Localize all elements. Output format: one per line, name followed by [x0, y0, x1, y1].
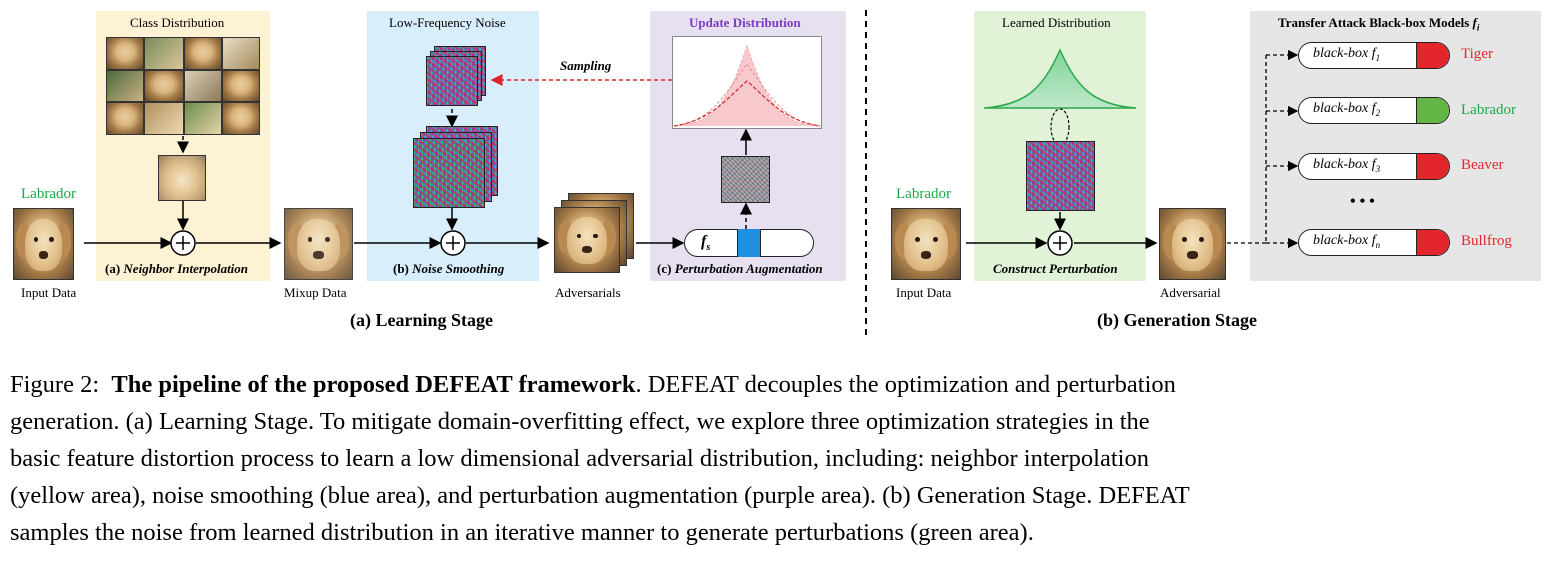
learning-stage-title: (a) Learning Stage	[350, 310, 493, 330]
gen-input-label-labrador: Labrador	[896, 186, 951, 202]
smoothed-noise-stack-1	[413, 138, 485, 208]
black-box-model-2: black-box f2	[1298, 97, 1450, 124]
low-frequency-noise-title: Low-Frequency Noise	[389, 15, 506, 30]
input-dog-image	[13, 208, 74, 280]
gen-input-data-caption: Input Data	[896, 285, 952, 300]
caption-line-5: samples the noise from learned distribut…	[10, 519, 1034, 546]
update-distribution-title: Update Distribution	[689, 15, 801, 30]
prediction-beaver: Beaver	[1461, 157, 1504, 173]
prediction-bullfrog: Bullfrog	[1461, 233, 1512, 249]
construct-perturbation-caption: Construct Perturbation	[993, 261, 1118, 276]
figure-caption: Figure 2: The pipeline of the proposed D…	[10, 366, 1541, 551]
constructed-perturbation-noise	[1026, 141, 1095, 211]
augmented-noise	[721, 156, 770, 203]
caption-line-1: Figure 2: The pipeline of the proposed D…	[10, 371, 1176, 398]
surrogate-model-fs: fs	[684, 229, 814, 257]
caption-line-2: generation. (a) Learning Stage. To mitig…	[10, 408, 1150, 435]
class-distribution-collage	[106, 37, 260, 135]
models-ellipsis: • • •	[1350, 193, 1375, 210]
black-box-model-1: black-box f1	[1298, 42, 1450, 69]
connector-arrows	[84, 10, 1299, 336]
gen-input-dog-image	[891, 208, 961, 280]
transfer-attack-title: Transfer Attack Black-box Models fi	[1278, 15, 1480, 33]
input-label-labrador: Labrador	[21, 186, 76, 202]
caption-line-4: (yellow area), noise smoothing (blue are…	[10, 482, 1190, 509]
mixup-dog-image	[284, 208, 353, 280]
gen-adversarial-dog-image	[1159, 208, 1226, 280]
black-box-model-n: black-box fn	[1298, 229, 1450, 256]
sampled-noise-stack-1	[426, 56, 478, 106]
gen-adversarial-caption: Adversarial	[1160, 285, 1221, 300]
learned-distribution-title: Learned Distribution	[1002, 15, 1111, 30]
prediction-labrador: Labrador	[1461, 102, 1516, 118]
prediction-tiger: Tiger	[1461, 46, 1493, 62]
black-box-model-3: black-box f3	[1298, 153, 1450, 180]
sampling-label: Sampling	[560, 58, 612, 73]
input-data-caption: Input Data	[21, 285, 77, 300]
generation-stage-title: (b) Generation Stage	[1097, 310, 1257, 330]
update-distribution-curves	[672, 36, 822, 129]
class-distribution-title: Class Distribution	[130, 15, 225, 30]
noise-smoothing-caption: (b) Noise Smoothing	[393, 261, 505, 276]
adversarials-caption: Adversarials	[555, 285, 621, 300]
mixup-data-caption: Mixup Data	[284, 285, 347, 300]
neighbor-interpolation-caption: (a) Neighbor Interpolation	[105, 261, 249, 276]
adversarial-stack-1	[554, 207, 620, 273]
learned-distribution-curve	[984, 48, 1136, 109]
neighbor-dog-image	[158, 155, 206, 201]
caption-line-3: basic feature distortion process to lear…	[10, 445, 1149, 472]
perturbation-augmentation-caption: (c) Perturbation Augmentation	[657, 261, 823, 276]
